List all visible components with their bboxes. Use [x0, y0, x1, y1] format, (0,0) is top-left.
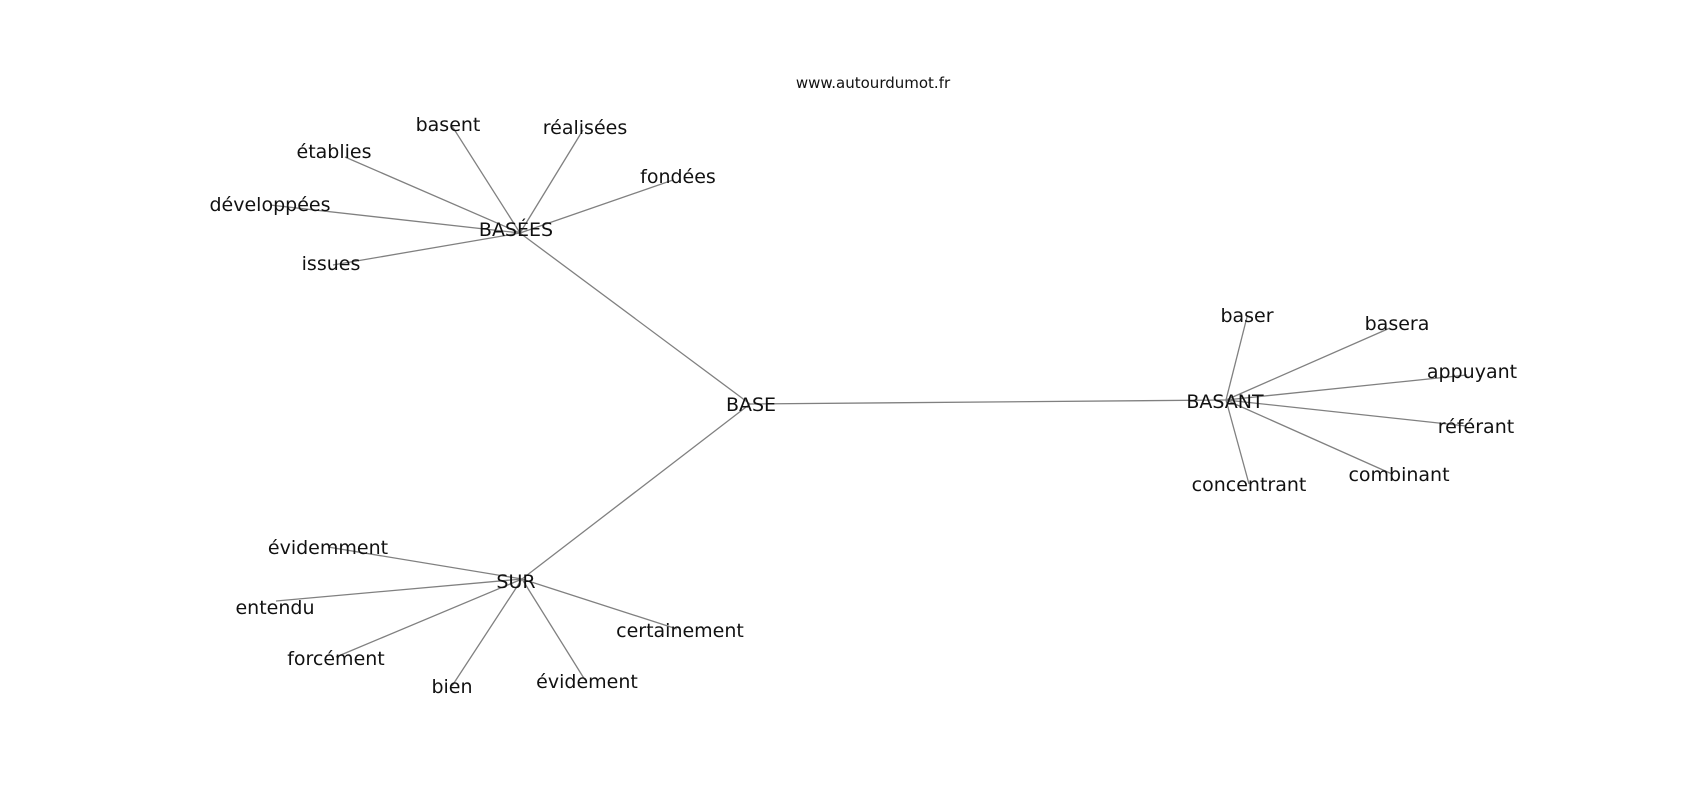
edge-basees-developpees	[269, 204, 521, 234]
node-combinant: combinant	[1348, 464, 1449, 486]
edge-basant-concentrant	[1225, 399, 1250, 485]
node-basees: BASÉES	[479, 218, 553, 241]
node-issues: issues	[302, 253, 361, 275]
node-bien: bien	[431, 676, 472, 698]
node-developpees: développées	[210, 194, 331, 216]
graph-labels: BASE BASÉES basent réalisées fondées établies…	[210, 114, 1518, 698]
edge-sur-bien	[451, 578, 523, 687]
edge-basees-realisees	[519, 129, 584, 234]
node-forcement: forcément	[287, 648, 385, 670]
node-baser: baser	[1220, 305, 1273, 327]
node-basent: basent	[416, 114, 481, 136]
edge-basant-referant	[1225, 399, 1467, 427]
node-fondees: fondées	[640, 166, 716, 188]
node-referant: référant	[1438, 416, 1514, 438]
graph-edges	[269, 125, 1468, 687]
node-certainement: certainement	[616, 620, 744, 642]
node-basant: BASANT	[1186, 391, 1264, 413]
edge-basees-etablies	[344, 156, 521, 234]
edge-base-basant	[749, 399, 1227, 405]
node-etablies: établies	[297, 141, 372, 163]
node-concentrant: concentrant	[1192, 474, 1307, 496]
edge-base-basees	[519, 232, 751, 405]
node-evidement: évidement	[536, 671, 638, 693]
edge-basant-appuyant	[1225, 374, 1468, 401]
node-realisees: réalisées	[543, 117, 627, 139]
node-evidemment: évidemment	[268, 537, 388, 559]
node-base: BASE	[726, 394, 776, 416]
edge-basees-issues	[332, 232, 521, 266]
edge-sur-forcement	[335, 578, 523, 658]
node-entendu: entendu	[235, 597, 314, 619]
source-url: www.autourdumot.fr	[796, 74, 951, 92]
edge-sur-entendu	[275, 578, 523, 602]
edge-sur-evidemment	[327, 546, 523, 580]
edge-basees-basent	[451, 125, 521, 234]
edge-sur-certainement	[521, 578, 678, 630]
node-sur: SUR	[496, 571, 535, 593]
edge-basant-combinant	[1225, 399, 1393, 475]
node-basera: basera	[1365, 313, 1430, 335]
edge-basant-baser	[1225, 316, 1248, 401]
edge-basant-basera	[1225, 327, 1391, 401]
edge-basees-fondees	[519, 179, 674, 234]
edge-base-sur	[521, 403, 751, 580]
edge-sur-evidement	[521, 578, 586, 681]
node-appuyant: appuyant	[1427, 361, 1517, 383]
